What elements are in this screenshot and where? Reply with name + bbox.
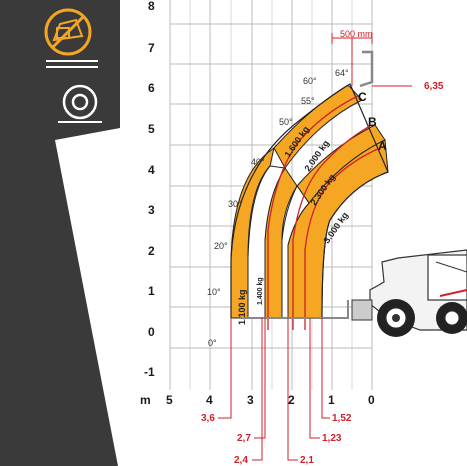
y-tick-label: 4 <box>148 163 155 177</box>
angle-label: 64° <box>335 68 349 78</box>
y-tick-label: 3 <box>148 203 155 217</box>
curve-c <box>267 95 359 330</box>
fork-dimension: 500 mm <box>331 29 374 88</box>
no-platform-icon <box>44 8 98 68</box>
angle-label: 50° <box>279 117 293 127</box>
y-tick-label: 5 <box>148 122 155 136</box>
x-tick-label: 1 <box>328 393 335 407</box>
angle-label: 20° <box>214 241 228 251</box>
label-b: B <box>368 115 377 129</box>
telehandler-machine <box>351 249 467 337</box>
reach-label: 2,4 <box>234 455 248 466</box>
label-c: C <box>358 90 367 104</box>
curve-a <box>304 147 381 330</box>
angle-label: 10° <box>207 287 221 297</box>
x-tick-label: 0 <box>368 393 375 407</box>
y-tick-label: 1 <box>148 284 155 298</box>
x-tick-label: 5 <box>166 393 173 407</box>
x-tick-label: 4 <box>206 393 213 407</box>
max-height-label: 6,35 <box>424 81 444 92</box>
y-tick-label: 2 <box>148 244 155 258</box>
fork-dimension-label: 500 mm <box>340 29 373 39</box>
capacity-label: 1.100 kg <box>237 289 247 325</box>
ground-fork <box>240 300 349 319</box>
angle-label: 60° <box>303 76 317 86</box>
reach-label: 2,7 <box>237 433 251 444</box>
y-tick-label: 6 <box>148 81 155 95</box>
load-zones <box>230 83 389 319</box>
reach-label: 1,23 <box>322 433 342 444</box>
y-tick-label: 0 <box>148 325 155 339</box>
label-a: A <box>378 139 387 153</box>
angle-label: 40° <box>251 157 265 167</box>
tyre-icon <box>58 84 102 123</box>
reach-label: 3,6 <box>201 413 215 424</box>
reach-label: 2,1 <box>300 455 314 466</box>
x-tick-label: 2 <box>288 393 295 407</box>
y-tick-label: 8 <box>148 0 155 13</box>
curve-b <box>292 125 371 330</box>
boom-curves <box>267 95 381 330</box>
y-tick-label: 7 <box>148 41 155 55</box>
angle-label: 30° <box>228 199 242 209</box>
angle-label: 55° <box>301 96 315 106</box>
x-tick-label: 3 <box>247 393 254 407</box>
y-tick-label: -1 <box>144 365 155 379</box>
reach-dimensions <box>218 318 330 461</box>
angle-label: 0° <box>208 338 217 348</box>
reach-label: 1,52 <box>332 413 352 424</box>
capacity-label: 1.400 kg <box>257 277 264 305</box>
x-unit-label: m <box>140 393 151 407</box>
